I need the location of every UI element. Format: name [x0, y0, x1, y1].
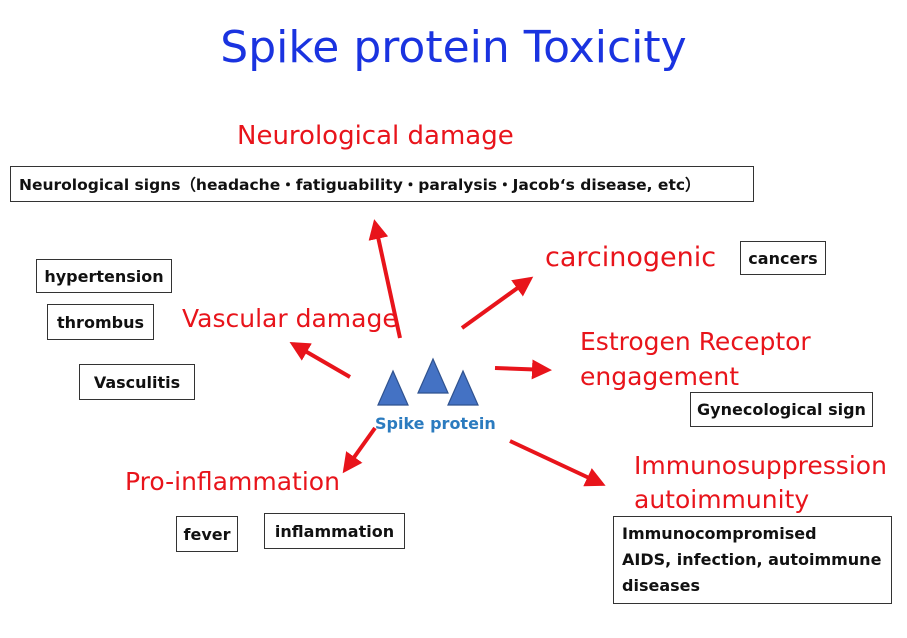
- effect-estrogen-line2: engagement: [580, 362, 740, 391]
- immunocompromised-box: Immunocompromised AIDS, infection, autoi…: [613, 516, 892, 604]
- effect-carcinogenic: carcinogenic: [545, 242, 717, 273]
- immuno-box-line2: AIDS, infection, autoimmune: [622, 550, 882, 569]
- arrow-neurological: [368, 219, 402, 339]
- inflammation-box: inflammation: [264, 513, 405, 549]
- effect-estrogen-line1: Estrogen Receptor: [580, 327, 811, 356]
- arrow-immuno: [509, 439, 606, 487]
- effect-pro-inflammation: Pro-inflammation: [125, 467, 340, 496]
- effect-immuno-line2: autoimmunity: [634, 485, 810, 514]
- immuno-box-line3: diseases: [622, 576, 701, 595]
- thrombus-box: thrombus: [47, 304, 154, 340]
- spike-protein-icon: [377, 357, 479, 406]
- gynecological-sign-box: Gynecological sign: [690, 392, 873, 427]
- arrow-vascular: [289, 341, 352, 379]
- hypertension-box: hypertension: [36, 259, 172, 293]
- arrow-pro-inflammation: [342, 426, 377, 474]
- neurological-signs-box: Neurological signs（headache・fatiguabilit…: [10, 166, 754, 202]
- fever-box: fever: [176, 516, 238, 552]
- effect-immuno-line1: Immunosuppression: [634, 451, 887, 480]
- arrow-carcinogenic: [460, 276, 534, 330]
- arrow-estrogen: [494, 359, 552, 380]
- page-title: Spike protein Toxicity: [220, 22, 687, 73]
- spike-protein-label: Spike protein: [375, 414, 496, 433]
- immuno-box-line1: Immunocompromised: [622, 524, 817, 543]
- cancers-box: cancers: [740, 241, 826, 275]
- effect-vascular-damage: Vascular damage: [182, 304, 398, 333]
- effect-neurological-damage: Neurological damage: [237, 121, 514, 151]
- vasculitis-box: Vasculitis: [79, 364, 195, 400]
